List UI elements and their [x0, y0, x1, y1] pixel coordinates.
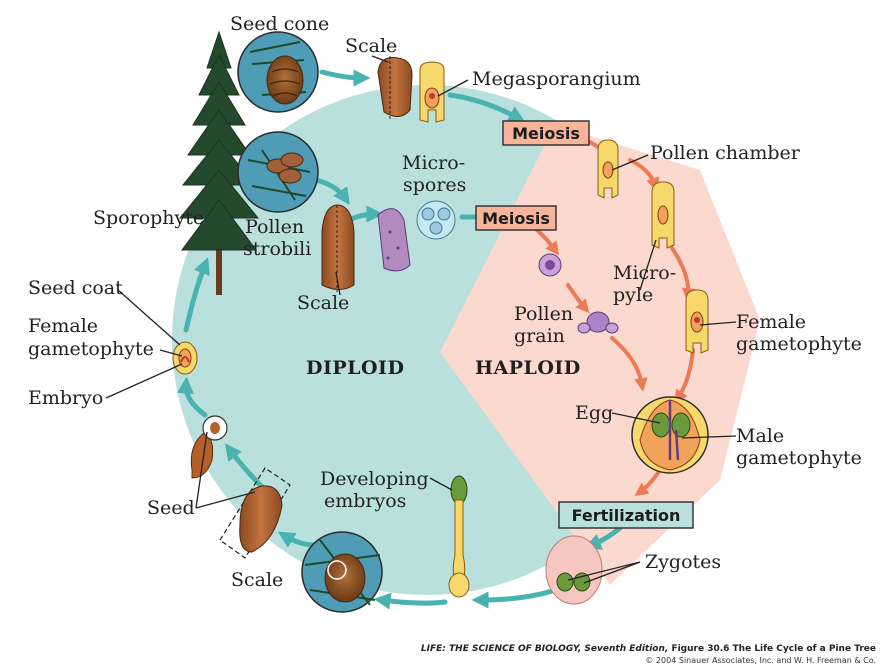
leader-zygote-2: [583, 561, 641, 584]
arrow-seed-to-sporophyte: [183, 257, 210, 333]
label-embryo: Embryo: [28, 387, 103, 409]
label-scale-top: Scale: [345, 35, 397, 57]
arrow-grain-to-egg: [610, 336, 648, 392]
megasporangium-illustration: [419, 61, 445, 123]
pine-tree-sporophyte: [178, 30, 260, 295]
label-developing-2: embryos: [324, 490, 406, 512]
leader-female-gam-left: [159, 349, 183, 357]
label-pollen-grain-2: grain: [514, 325, 565, 347]
meiosis-label-1: Meiosis: [512, 124, 580, 143]
pollen-scale: [321, 204, 355, 292]
caption-book-title: LIFE: THE SCIENCE OF BIOLOGY, Seventh Ed…: [421, 644, 668, 654]
seed-illustration: [190, 415, 228, 479]
label-female-gam-left-1: Female: [28, 315, 98, 337]
arrow-seed-to-section: [176, 376, 208, 418]
label-zygotes: Zygotes: [645, 551, 721, 573]
label-megasporangium: Megasporangium: [472, 68, 641, 90]
egg-fertilization-illustration: [631, 396, 709, 474]
label-female-gam-left-2: gametophyte: [28, 338, 154, 360]
label-male-gam-2: gametophyte: [736, 447, 862, 469]
arrow-embryos-to-cone: [373, 592, 448, 610]
pollen-strobili-illustration: [237, 131, 319, 213]
label-pollen-strobili-1: Pollen: [245, 216, 304, 238]
label-diploid: DIPLOID: [306, 357, 404, 379]
label-microspores-2: spores: [403, 174, 466, 196]
label-seed: Seed: [147, 497, 195, 519]
seed-section-illustration: [172, 341, 198, 375]
label-scale-bottom: Scale: [231, 569, 283, 591]
pollen-development: [538, 253, 619, 334]
label-sporophyte: Sporophyte: [93, 207, 204, 229]
seed-cone-illustration: [237, 31, 319, 113]
label-micropyle-1: Micro-: [613, 262, 676, 284]
label-seed-cone: Seed cone: [230, 13, 329, 35]
fertilization-label: Fertilization: [572, 506, 681, 525]
leader-seed-2: [195, 491, 256, 509]
leader-male-gam: [681, 435, 737, 439]
microspores-illustration: [416, 200, 456, 240]
label-micropyle-2: pyle: [613, 284, 653, 306]
leader-developing-embryos: [429, 477, 453, 491]
leader-micropyle: [639, 239, 657, 291]
leader-scale-top: [371, 55, 389, 63]
label-female-gam-right-2: gametophyte: [736, 333, 862, 355]
arrow-scale-to-megasporangium: [447, 92, 526, 123]
label-male-gam-1: Male: [736, 425, 784, 447]
arrow-female-gam-to-egg: [674, 348, 695, 404]
label-haploid: HAPLOID: [475, 357, 581, 379]
caption-figure-title: Figure 30.6 The Life Cycle of a Pine Tre…: [668, 644, 876, 654]
label-egg: Egg: [575, 402, 613, 424]
leader-seed-coat: [117, 289, 181, 346]
leader-seed-1: [195, 431, 208, 509]
microsporangium-illustration: [377, 208, 411, 272]
leader-egg: [611, 412, 661, 424]
cone-with-seeds-illustration: [301, 531, 383, 613]
label-scale-mid: Scale: [297, 292, 349, 314]
leader-embryo: [105, 363, 183, 399]
leader-pollen-chamber: [611, 154, 649, 171]
arrow-pollen-to-grain: [566, 283, 590, 314]
arrow-fertilization-to-zygote: [584, 525, 623, 550]
caption-line-2: © 2004 Sinauer Associates, Inc. and W. H…: [645, 656, 876, 665]
ovule-female-gametophyte: [685, 289, 709, 354]
leader-scale-mid: [335, 271, 341, 296]
label-pollen-strobili-2: strobili: [243, 238, 311, 260]
ovulate-scale-top: [377, 56, 413, 120]
label-microspores-1: Micro-: [402, 152, 465, 174]
arrow-egg-to-fertilization: [634, 468, 662, 496]
label-pollen-grain-1: Pollen: [514, 303, 573, 325]
meiosis-box-1: Meiosis: [502, 120, 590, 146]
leader-zygote-1: [567, 561, 641, 581]
label-female-gam-right-1: Female: [736, 311, 806, 333]
arrow-chamber-to-female-gam: [670, 246, 696, 302]
caption-line-1: LIFE: THE SCIENCE OF BIOLOGY, Seventh Ed…: [421, 644, 876, 654]
meiosis-box-2: Meiosis: [475, 205, 557, 231]
arrow-zygote-to-embryos: [471, 587, 558, 609]
leader-female-gam-right: [699, 321, 737, 326]
developing-embryos-illustration: [448, 475, 470, 598]
ovule-micropyle: [651, 181, 675, 249]
label-pollen-chamber: Pollen chamber: [650, 142, 801, 164]
leader-megasporangium: [437, 79, 469, 97]
label-seed-coat: Seed coat: [28, 277, 123, 299]
fertilization-box: Fertilization: [558, 501, 694, 529]
meiosis-label-2: Meiosis: [482, 209, 550, 228]
label-developing-1: Developing: [320, 468, 429, 490]
seed-scale-illustration: [219, 467, 291, 559]
arrow-cone-to-scale: [319, 69, 371, 87]
arrow-strobili-to-scale: [313, 177, 350, 205]
zygotes-illustration: [545, 535, 603, 605]
